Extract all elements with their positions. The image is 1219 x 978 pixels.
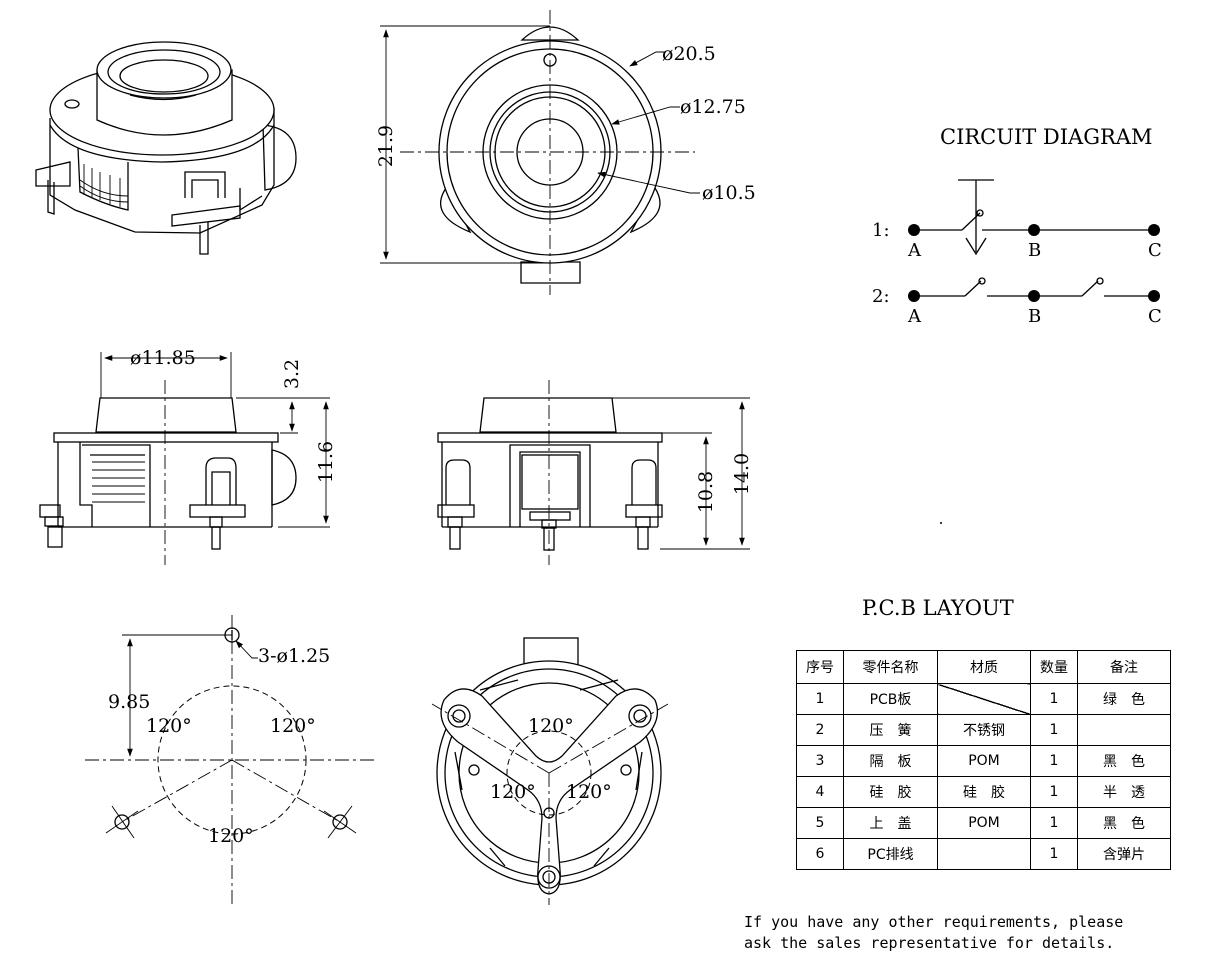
circuit-diagram: CIRCUIT DIAGRAM 1: 2: A B C A B C	[872, 125, 1162, 327]
isometric-view	[35, 41, 297, 255]
pin-height-dim: 10.8	[695, 471, 717, 513]
bom-header-remark: 备注	[1077, 650, 1171, 684]
bom-cell-qty: 1	[1030, 714, 1078, 746]
bom-cell-remark	[1077, 714, 1171, 746]
bom-cell-no: 5	[796, 807, 844, 839]
height-dim-21-9: 21.9	[375, 125, 397, 167]
bom-cell-material	[937, 683, 1031, 715]
terminal-a-row2: A	[907, 306, 922, 327]
table-row: 6 PC排线 1 含弹片	[796, 838, 1171, 870]
bom-cell-no: 6	[796, 838, 844, 870]
cap-height-dim: 3.2	[281, 359, 303, 389]
bom-cell-qty: 1	[1030, 807, 1078, 839]
bom-cell-part: 硅 胶	[843, 776, 938, 808]
bom-cell-material: 不锈钢	[937, 714, 1031, 746]
bottom-angle-b: 120°	[490, 781, 536, 803]
side-view-right: 10.8 14.0	[437, 380, 753, 565]
top-view: 21.9 ø20.5 ø12.75 ø10.5	[375, 10, 756, 295]
bottom-angle-c: 120°	[566, 781, 612, 803]
table-row: 5 上 盖 POM 1 黑 色	[796, 807, 1171, 839]
bom-cell-remark: 黑 色	[1077, 745, 1171, 777]
bom-cell-part: 隔 板	[843, 745, 938, 777]
note-line-1: If you have any other requirements, plea…	[744, 913, 1123, 931]
circuit-row2-label: 2:	[872, 286, 890, 307]
bom-cell-qty: 1	[1030, 838, 1078, 870]
bom-cell-no: 2	[796, 714, 844, 746]
angle-c: 120°	[208, 825, 254, 847]
terminal-b-row2: B	[1028, 306, 1041, 327]
terminal-a-row1: A	[907, 240, 922, 261]
bom-cell-qty: 1	[1030, 776, 1078, 808]
bottom-view: 120° 120° 120°	[431, 637, 669, 905]
table-row: 3 隔 板 POM 1 黑 色	[796, 745, 1171, 777]
total-height-dim: 14.0	[731, 453, 753, 495]
circuit-row1-label: 1:	[872, 220, 890, 241]
outer-diameter-dim: ø20.5	[662, 43, 716, 65]
note-line-2: ask the sales representative for details…	[744, 934, 1114, 952]
circuit-title: CIRCUIT DIAGRAM	[940, 125, 1152, 149]
bom-cell-part: 压 簧	[843, 714, 938, 746]
middle-diameter-dim: ø12.75	[680, 96, 746, 118]
table-row: 2 压 簧 不锈钢 1	[796, 714, 1171, 746]
table-row: 4 硅 胶 硅 胶 1 半 透	[796, 776, 1171, 808]
angle-b: 120°	[270, 715, 316, 737]
hole-offset-dim: 9.85	[108, 691, 150, 713]
bom-cell-remark: 含弹片	[1077, 838, 1171, 870]
bom-cell-no: 4	[796, 776, 844, 808]
side-view-left: ø11.85 3.2 11.6	[39, 347, 337, 565]
bom-header-material: 材质	[937, 650, 1031, 684]
bom-cell-part: PC排线	[843, 838, 938, 870]
bom-cell-qty: 1	[1030, 683, 1078, 715]
bom-cell-material: POM	[937, 807, 1031, 839]
bom-cell-remark: 半 透	[1077, 776, 1171, 808]
bom-cell-material: POM	[937, 745, 1031, 777]
bom-cell-no: 3	[796, 745, 844, 777]
bottom-angle-a: 120°	[528, 715, 574, 737]
bom-cell-part: 上 盖	[843, 807, 938, 839]
bom-cell-material	[937, 838, 1031, 870]
terminal-c-row1: C	[1148, 240, 1162, 261]
side-diameter-dim: ø11.85	[130, 347, 196, 369]
bom-cell-no: 1	[796, 683, 844, 715]
bom-cell-part: PCB板	[843, 683, 938, 715]
bom-header-part: 零件名称	[843, 650, 938, 684]
bom-cell-material: 硅 胶	[937, 776, 1031, 808]
inner-diameter-dim: ø10.5	[702, 182, 756, 204]
bom-header-row: 序号 零件名称 材质 数量 备注	[796, 650, 1171, 684]
pcb-title: P.C.B LAYOUT	[862, 596, 1014, 620]
terminal-c-row2: C	[1148, 306, 1162, 327]
bom-header-no: 序号	[796, 650, 844, 684]
bom-header-qty: 数量	[1030, 650, 1078, 684]
bom-table: 序号 零件名称 材质 数量 备注 1 PCB板 1 绿 色 2 压 簧 不锈钢 …	[796, 650, 1171, 870]
body-height-dim: 11.6	[315, 441, 337, 483]
hole-spec-dim: 3-ø1.25	[258, 645, 330, 667]
bom-cell-remark: 绿 色	[1077, 683, 1171, 715]
pcb-layout: P.C.B LAYOUT 9.85 3-ø1.25 120° 120° 120°	[85, 596, 1014, 905]
table-row: 1 PCB板 1 绿 色	[796, 683, 1171, 715]
bom-cell-remark: 黑 色	[1077, 807, 1171, 839]
bom-cell-qty: 1	[1030, 745, 1078, 777]
terminal-b-row1: B	[1028, 240, 1041, 261]
angle-a: 120°	[146, 715, 192, 737]
